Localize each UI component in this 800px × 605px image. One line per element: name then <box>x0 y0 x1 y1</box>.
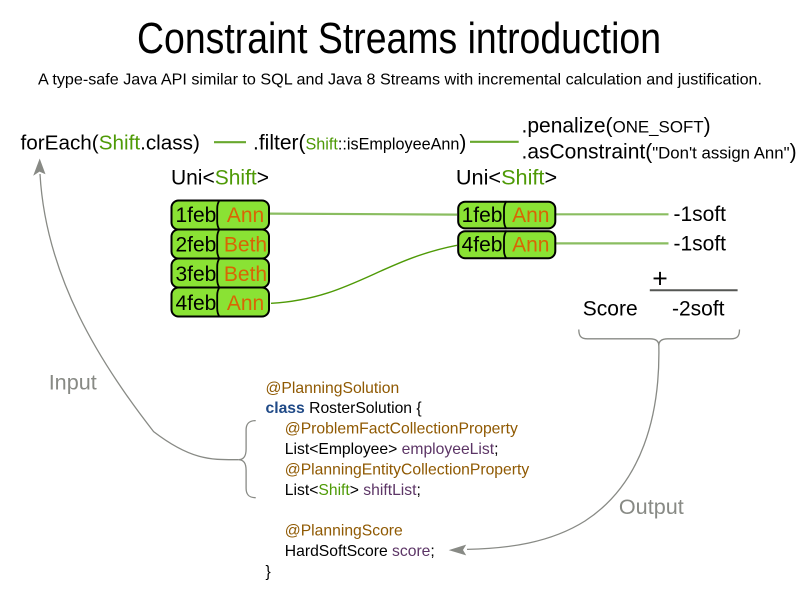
svg-text:forEach(Shift.class): forEach(Shift.class) <box>21 132 200 155</box>
svg-text:Ann: Ann <box>227 204 264 227</box>
svg-text:2feb: 2feb <box>175 233 216 256</box>
svg-text:class RosterSolution {: class RosterSolution { <box>266 400 422 417</box>
svg-text:3feb: 3feb <box>175 263 216 286</box>
svg-text:4feb: 4feb <box>462 234 503 257</box>
svg-text:Uni<Shift>: Uni<Shift> <box>456 164 557 189</box>
svg-text:.penalize(ONE_SOFT): .penalize(ONE_SOFT) <box>522 114 711 137</box>
svg-text:List<Employee> employeeList;: List<Employee> employeeList; <box>285 441 499 458</box>
svg-text:Beth: Beth <box>224 263 267 286</box>
svg-text:Constraint Streams introductio: Constraint Streams introduction <box>137 14 661 63</box>
svg-text:.filter(Shift::isEmployeeAnn): .filter(Shift::isEmployeeAnn) <box>253 132 466 155</box>
svg-text:List<Shift> shiftList;: List<Shift> shiftList; <box>285 482 421 499</box>
svg-text:1feb: 1feb <box>462 204 503 227</box>
svg-text:-1soft: -1soft <box>674 232 727 255</box>
svg-text:Ann: Ann <box>512 204 549 227</box>
svg-text:4feb: 4feb <box>175 292 216 315</box>
svg-text:-1soft: -1soft <box>674 203 727 226</box>
svg-text:@PlanningEntityCollectionPrope: @PlanningEntityCollectionProperty <box>285 461 530 478</box>
svg-text:Output: Output <box>619 494 684 519</box>
svg-text:HardSoftScore score;: HardSoftScore score; <box>285 543 435 560</box>
svg-text:}: } <box>266 563 271 580</box>
svg-text:Ann: Ann <box>227 292 264 315</box>
svg-text:+: + <box>652 264 668 294</box>
svg-text:1feb: 1feb <box>175 204 216 227</box>
svg-text:.asConstraint("Don't assign An: .asConstraint("Don't assign Ann") <box>522 141 797 164</box>
svg-text:Uni<Shift>: Uni<Shift> <box>171 166 269 189</box>
svg-text:A type-safe Java API similar t: A type-safe Java API similar to SQL and … <box>38 72 762 89</box>
svg-text:@PlanningSolution: @PlanningSolution <box>266 380 400 397</box>
svg-text:Score: Score <box>583 298 638 321</box>
svg-text:@PlanningScore: @PlanningScore <box>285 523 403 540</box>
svg-text:Input: Input <box>49 369 97 394</box>
svg-text:Beth: Beth <box>224 233 267 256</box>
svg-text:Ann: Ann <box>512 234 549 257</box>
svg-text:-2soft: -2soft <box>672 298 725 321</box>
svg-text:@ProblemFactCollectionProperty: @ProblemFactCollectionProperty <box>285 421 518 438</box>
